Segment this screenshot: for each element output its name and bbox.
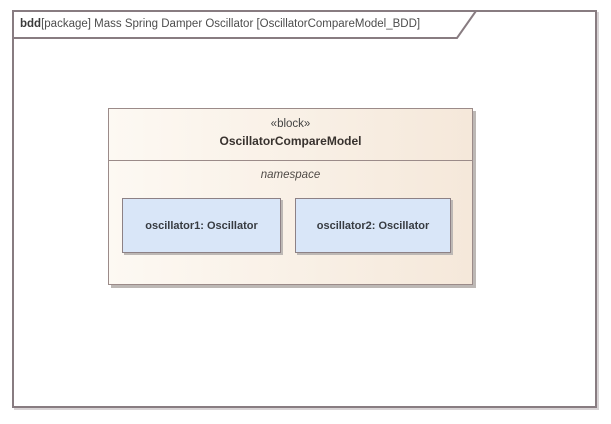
diagram-kind-label: bdd	[20, 18, 42, 30]
part-oscillator1-label: oscillator1: Oscillator	[145, 219, 258, 232]
diagram-title: bdd[package] Mass Spring Damper Oscillat…	[20, 10, 420, 38]
diagram-frame-tab[interactable]: bdd[package] Mass Spring Damper Oscillat…	[12, 10, 478, 40]
diagram-title-label: [package] Mass Spring Damper Oscillator …	[41, 18, 421, 30]
block-header-compartment: «block» OscillatorCompareModel	[109, 109, 472, 161]
frame-tab-polygon	[12, 10, 478, 39]
block-oscillator-compare-model[interactable]: «block» OscillatorCompareModel namespace…	[108, 108, 473, 285]
namespace-compartment-label: namespace	[260, 169, 321, 181]
block-namespace-compartment: namespace oscillator1: Oscillator oscill…	[109, 162, 472, 284]
part-oscillator2-label: oscillator2: Oscillator	[316, 219, 430, 232]
part-oscillator1[interactable]: oscillator1: Oscillator	[122, 198, 281, 253]
block-stereotype: «block»	[270, 118, 311, 130]
diagram-frame: bdd[package] Mass Spring Damper Oscillat…	[12, 10, 597, 408]
frame-tab-shape	[12, 10, 478, 39]
part-oscillator2[interactable]: oscillator2: Oscillator	[295, 198, 451, 253]
block-name: OscillatorCompareModel	[219, 134, 362, 148]
